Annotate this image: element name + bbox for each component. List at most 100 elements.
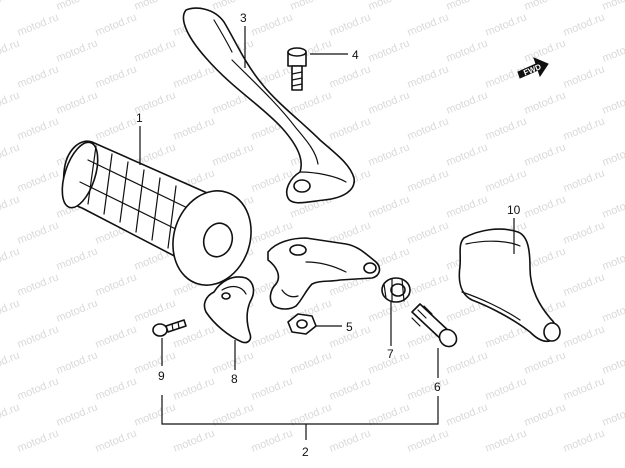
watermark-text: motod.ru: [523, 0, 568, 13]
watermark-text: motod.ru: [172, 375, 217, 402]
watermark-text: motod.ru: [523, 37, 568, 64]
watermark-text: motod.ru: [484, 167, 529, 194]
watermark-text: motod.ru: [601, 37, 625, 64]
callout-6: 6: [434, 380, 441, 394]
watermark-text: motod.ru: [367, 89, 412, 116]
watermark-text: motod.ru: [250, 323, 295, 350]
watermark-text: motod.ru: [562, 63, 607, 90]
watermark-text: motod.ru: [211, 401, 256, 428]
watermark-text: motod.ru: [406, 115, 451, 142]
watermark-text: motod.ru: [289, 401, 334, 428]
watermark-text: motod.ru: [172, 427, 217, 454]
watermark-text: motod.ru: [289, 349, 334, 376]
watermark-text: motod.ru: [523, 401, 568, 428]
watermark-text: motod.ru: [250, 375, 295, 402]
watermark-text: motod.ru: [406, 11, 451, 38]
watermark-text: motod.ru: [367, 141, 412, 168]
watermark-text: motod.ru: [94, 63, 139, 90]
watermark-text: motod.ru: [445, 0, 490, 13]
watermark-text: motod.ru: [601, 0, 625, 13]
watermark-text: motod.ru: [601, 297, 625, 324]
watermark-text: motod.ru: [133, 37, 178, 64]
watermark-text: motod.ru: [601, 245, 625, 272]
watermark-text: motod.ru: [133, 349, 178, 376]
watermark-text: motod.ru: [16, 375, 61, 402]
lever-holder: [267, 237, 381, 310]
watermark-text: motod.ru: [406, 167, 451, 194]
watermark-text: motod.ru: [367, 193, 412, 220]
watermark-text: motod.ru: [16, 167, 61, 194]
watermark-text: motod.ru: [211, 0, 256, 13]
watermark-text: motod.ru: [601, 349, 625, 376]
watermark-text: motod.ru: [406, 427, 451, 454]
watermark-text: motod.ru: [16, 427, 61, 454]
watermark-text: motod.ru: [0, 245, 21, 272]
watermark-text: motod.ru: [172, 115, 217, 142]
watermark-text: motod.ru: [94, 271, 139, 298]
callout-2: 2: [302, 445, 309, 459]
watermark-text: motod.ru: [562, 115, 607, 142]
watermark-text: motod.ru: [289, 0, 334, 13]
watermark-text: motod.ru: [0, 141, 21, 168]
watermark-text: motod.ru: [367, 37, 412, 64]
watermark-text: motod.ru: [484, 375, 529, 402]
watermark-text: motod.ru: [0, 37, 21, 64]
watermark-text: motod.ru: [94, 427, 139, 454]
watermark-text: motod.ru: [601, 193, 625, 220]
adjuster-bolt: [411, 303, 458, 348]
watermark-text: motod.ru: [0, 349, 21, 376]
watermark-text: motod.ru: [367, 0, 412, 13]
watermark-text: motod.ru: [289, 89, 334, 116]
watermark-text: motod.ru: [133, 297, 178, 324]
nut: [287, 313, 317, 335]
watermark-text: motod.ru: [16, 323, 61, 350]
screw: [152, 319, 187, 337]
clamp: [203, 276, 255, 344]
callout-10: 10: [507, 203, 521, 217]
pivot-bolt: [287, 47, 307, 91]
watermark-text: motod.ru: [16, 115, 61, 142]
watermark-text: motod.ru: [601, 401, 625, 428]
watermark-text: motod.ru: [445, 89, 490, 116]
watermark-text: motod.ru: [601, 89, 625, 116]
watermark-text: motod.ru: [328, 427, 373, 454]
callout-4: 4: [352, 48, 359, 62]
watermark-text: motod.ru: [55, 297, 100, 324]
watermark-text: motod.ru: [523, 349, 568, 376]
watermark-text: motod.ru: [406, 271, 451, 298]
watermark-text: motod.ru: [250, 427, 295, 454]
watermark-text: motod.ru: [562, 167, 607, 194]
watermark-text: motod.ru: [445, 401, 490, 428]
watermark-text: motod.ru: [445, 37, 490, 64]
lever: [182, 7, 355, 204]
callout-5: 5: [346, 320, 353, 334]
watermark-text: motod.ru: [523, 141, 568, 168]
callout-9: 9: [158, 369, 165, 383]
callout-3: 3: [240, 11, 247, 25]
watermark-text: motod.ru: [406, 375, 451, 402]
watermark-text: motod.ru: [484, 427, 529, 454]
watermark-text: motod.ru: [562, 271, 607, 298]
watermark-text: motod.ru: [94, 11, 139, 38]
watermark-text: motod.ru: [55, 37, 100, 64]
watermark-text: motod.ru: [55, 89, 100, 116]
watermark-text: motod.ru: [16, 11, 61, 38]
watermark-text: motod.ru: [211, 141, 256, 168]
watermark-text: motod.ru: [16, 271, 61, 298]
watermark-text: motod.ru: [406, 63, 451, 90]
watermark-text: motod.ru: [562, 427, 607, 454]
watermark-text: motod.ru: [55, 349, 100, 376]
watermark-text: motod.ru: [16, 63, 61, 90]
watermark-text: motod.ru: [367, 297, 412, 324]
watermark-text: motod.ru: [16, 219, 61, 246]
watermark-text: motod.ru: [133, 0, 178, 13]
watermark-text: motod.ru: [94, 115, 139, 142]
leader-lines: [139, 26, 515, 440]
watermark-text: motod.ru: [0, 193, 21, 220]
watermark-text: motod.ru: [328, 11, 373, 38]
watermark-text: motod.ru: [445, 349, 490, 376]
watermark-text: motod.ru: [172, 63, 217, 90]
callout-labels: 1 2 3 4 5 6 7 8 9 10: [136, 11, 521, 459]
watermark-text: motod.ru: [367, 401, 412, 428]
